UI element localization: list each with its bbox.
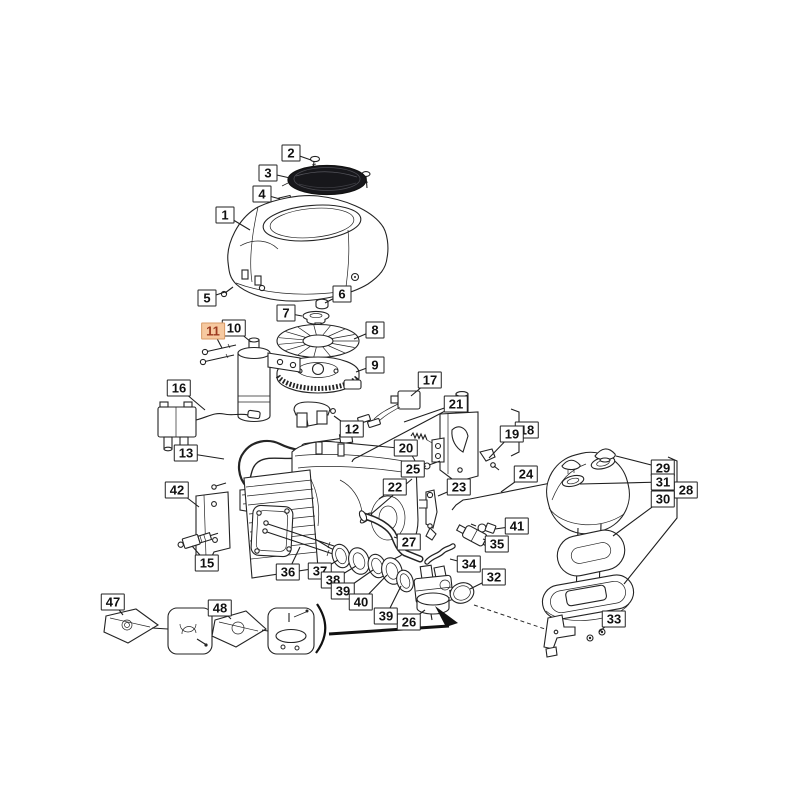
leader-line-31 — [579, 481, 664, 485]
callout-27: 27 — [396, 533, 422, 551]
callout-4: 4 — [252, 185, 272, 203]
air-cleaner-base — [541, 574, 635, 658]
callout-21: 21 — [443, 395, 469, 413]
callout-3: 3 — [258, 164, 278, 182]
callout-8: 8 — [365, 321, 385, 339]
callout-17: 17 — [417, 371, 443, 389]
filter-element — [556, 523, 626, 601]
callout-10: 10 — [221, 319, 247, 337]
callout-5: 5 — [197, 289, 217, 307]
callout-7: 7 — [276, 304, 296, 322]
callout-31: 31 — [650, 473, 676, 491]
callout-30: 30 — [650, 490, 676, 508]
flange-nut — [315, 298, 329, 310]
kit-packet-48 — [211, 610, 269, 648]
pointer-arrow — [328, 606, 458, 636]
callout-42: 42 — [164, 481, 190, 499]
callout-39b: 39 — [373, 607, 399, 625]
callout-25: 25 — [400, 460, 426, 478]
callout-36: 36 — [275, 563, 301, 581]
callout-9: 9 — [365, 356, 385, 374]
callout-19: 19 — [499, 425, 525, 443]
callout-32: 32 — [481, 568, 507, 586]
callout-15: 15 — [194, 554, 220, 572]
interlock-switch — [357, 390, 421, 428]
callout-2: 2 — [281, 144, 301, 162]
callout-29: 29 — [650, 459, 676, 477]
tank-cap-a — [561, 459, 581, 474]
callout-16: 16 — [166, 379, 192, 397]
carburetor — [413, 564, 459, 621]
kit-packet-47 — [103, 608, 169, 644]
air-horn-gasket-32 — [449, 582, 475, 604]
tank-cap-b — [594, 448, 616, 463]
bracket-bolt — [423, 460, 441, 470]
mounting-bracket-42 — [195, 482, 231, 561]
base-nuts-33 — [586, 628, 606, 642]
callout-23: 23 — [446, 478, 472, 496]
callout-6: 6 — [332, 285, 352, 303]
callout-12: 12 — [339, 420, 365, 438]
intake-pipe — [358, 510, 424, 563]
cooling-fan — [276, 322, 360, 359]
fuel-hose — [424, 543, 456, 565]
stop-solenoid — [157, 401, 261, 452]
callout-1: 1 — [215, 206, 235, 224]
valve-cover — [250, 504, 294, 558]
callout-13: 13 — [173, 444, 199, 462]
carb-to-base-dashed-line — [473, 604, 546, 630]
inline-valve — [470, 522, 497, 534]
starter-cup — [302, 310, 330, 325]
starter-motor — [237, 337, 301, 423]
callout-40: 40 — [348, 593, 374, 611]
callout-41: 41 — [504, 517, 530, 535]
starter-bolts — [199, 343, 237, 366]
ignition-armature — [293, 401, 336, 428]
kit-box-47 — [167, 607, 213, 655]
callout-33: 33 — [601, 610, 627, 628]
intake-screen — [281, 164, 367, 196]
callout-35: 35 — [484, 535, 510, 553]
blower-housing — [227, 195, 389, 302]
governor-arm — [419, 489, 438, 541]
choke-parts — [479, 448, 500, 471]
callout-20: 20 — [393, 439, 419, 457]
throttle-rod — [351, 409, 448, 463]
link-rod — [451, 481, 557, 511]
callout-11: 11 — [201, 322, 225, 340]
callout-26: 26 — [396, 613, 422, 631]
callout-48: 48 — [207, 599, 233, 617]
housing-screw — [220, 286, 234, 298]
group-paren — [315, 603, 327, 654]
callout-28: 28 — [673, 481, 699, 499]
kit-box-48 — [267, 607, 315, 655]
callout-22: 22 — [382, 478, 408, 496]
callout-34: 34 — [456, 555, 482, 573]
callout-47: 47 — [100, 593, 126, 611]
air-cleaner-cover — [546, 451, 630, 535]
callout-24: 24 — [513, 465, 539, 483]
carb-studs — [262, 520, 338, 557]
